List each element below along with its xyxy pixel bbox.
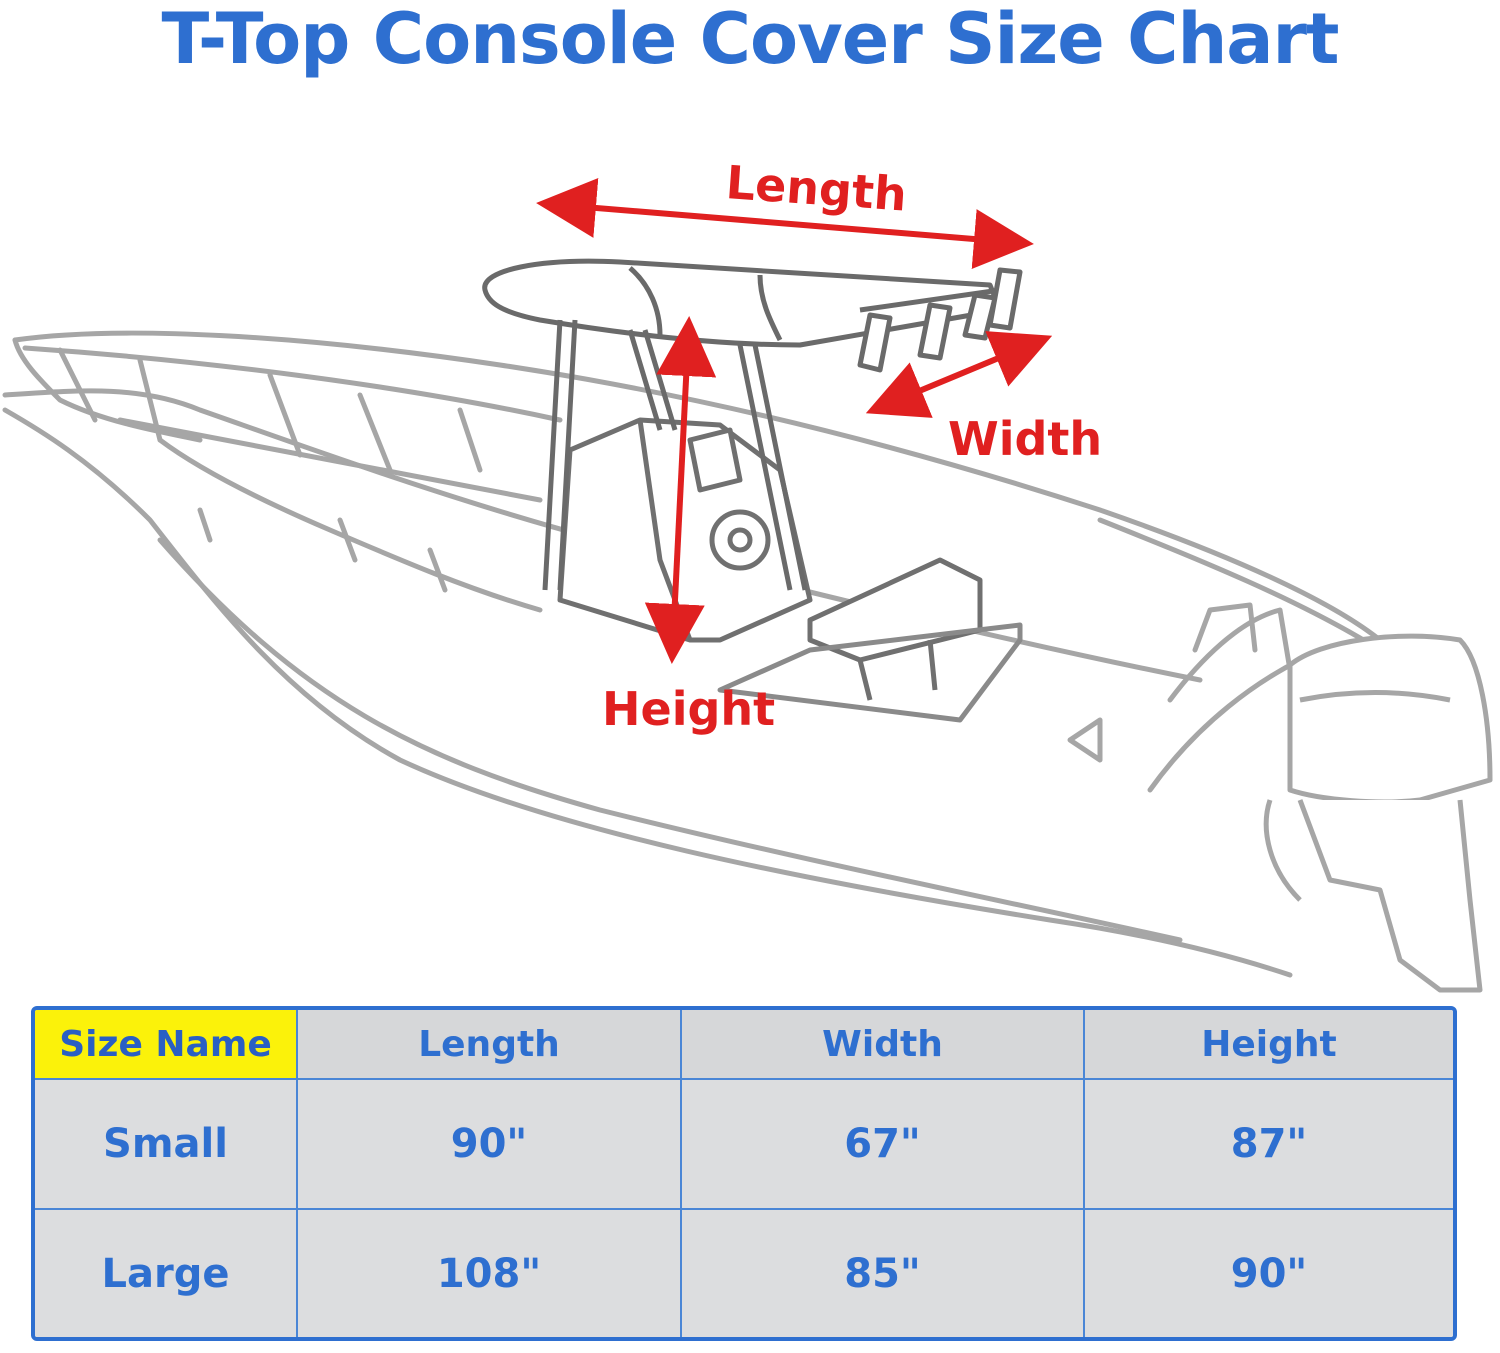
height-cell: 90" — [1083, 1208, 1453, 1337]
size-name-cell: Small — [35, 1077, 298, 1211]
table-row: Large 108" 85" 90" — [35, 1208, 1453, 1337]
header-height: Height — [1083, 1010, 1453, 1080]
height-label: Height — [602, 682, 775, 736]
table-row: Small 90" 67" 87" — [35, 1077, 1453, 1211]
length-cell: 108" — [296, 1208, 682, 1337]
header-width: Width — [680, 1010, 1085, 1080]
height-arrow — [644, 316, 717, 664]
header-length: Length — [296, 1010, 682, 1080]
width-label: Width — [948, 412, 1102, 466]
page-title: T-Top Console Cover Size Chart — [161, 0, 1339, 80]
boat-hull — [2, 330, 1383, 978]
width-cell: 85" — [680, 1208, 1085, 1337]
size-chart-table: Size Name Length Width Height Small 90" … — [31, 1006, 1457, 1341]
length-label: Length — [724, 155, 908, 221]
width-arrow — [865, 331, 1053, 418]
table-header-row: Size Name Length Width Height — [35, 1010, 1453, 1080]
width-cell: 67" — [680, 1077, 1085, 1211]
size-name-cell: Large — [35, 1208, 298, 1337]
length-cell: 90" — [296, 1077, 682, 1211]
height-cell: 87" — [1083, 1077, 1453, 1211]
outboard-motor — [1263, 633, 1493, 993]
boat-diagram: Length Width Height — [2, 155, 1493, 993]
header-size-name: Size Name — [35, 1010, 298, 1080]
length-arrow — [536, 178, 1034, 269]
